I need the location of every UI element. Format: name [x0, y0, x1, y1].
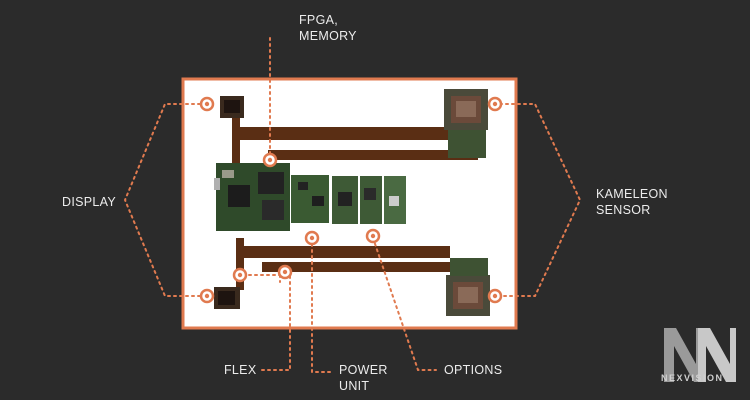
options-label: OPTIONS — [444, 363, 503, 377]
marker-flex-left — [232, 267, 248, 283]
kameleon-sensor-label: KAMELEON SENSOR — [596, 186, 668, 218]
power-unit-board — [291, 175, 329, 223]
kameleon-callout-line — [499, 103, 582, 297]
callout-lines — [123, 37, 582, 373]
flex-cables — [232, 115, 478, 290]
power-unit-label: POWER UNIT — [339, 362, 388, 394]
nexvision-logo-text: NEXVISION — [661, 373, 724, 383]
marker-power — [304, 230, 320, 246]
fpga-board — [214, 163, 290, 231]
kameleon-sensor-top — [444, 89, 488, 158]
fpga-label-line1: FPGA, — [299, 13, 339, 27]
flex-label: FLEX — [224, 363, 257, 377]
kameleon-label-line2: SENSOR — [596, 203, 651, 217]
marker-fpga — [262, 152, 278, 168]
marker-kameleon-bottom — [487, 288, 503, 304]
display-label: DISPLAY — [62, 195, 116, 209]
power-label-line1: POWER — [339, 363, 388, 377]
power-callout-line — [311, 237, 331, 373]
option-boards — [332, 176, 406, 224]
marker-kameleon-top — [487, 96, 503, 112]
display-module-bottom — [214, 287, 240, 309]
kameleon-sensor-bottom — [446, 258, 490, 316]
kameleon-label-line1: KAMELEON — [596, 187, 668, 201]
fpga-label-line2: MEMORY — [299, 29, 357, 43]
flex-callout-line — [236, 274, 291, 371]
callout-markers — [199, 96, 503, 304]
nexvision-logo-icon — [664, 328, 736, 382]
marker-options — [365, 228, 381, 244]
display-module-top — [220, 96, 244, 118]
marker-flex-right — [277, 264, 293, 280]
marker-display-top — [199, 96, 215, 112]
power-label-line2: UNIT — [339, 379, 370, 393]
display-callout-line — [123, 103, 201, 297]
options-callout-line — [372, 237, 437, 371]
fpga-memory-label: FPGA, MEMORY — [299, 12, 357, 44]
marker-display-bottom — [199, 288, 215, 304]
